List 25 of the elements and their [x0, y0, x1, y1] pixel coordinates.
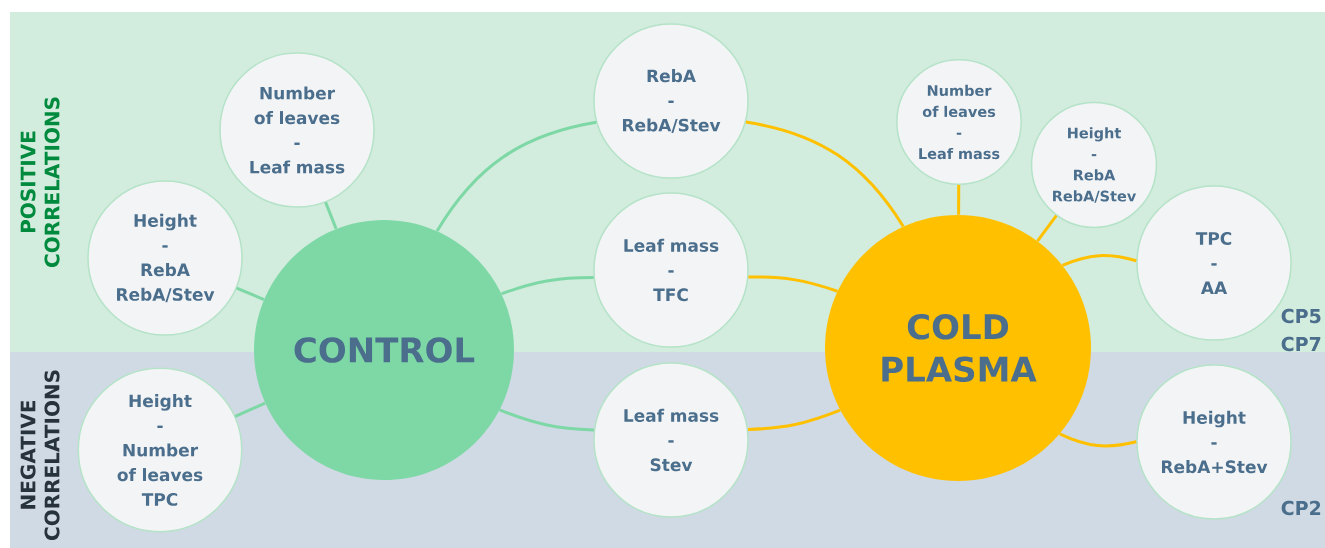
circle-node: Number of leaves - Leaf mass: [896, 59, 1022, 185]
connector-line: [1036, 214, 1058, 242]
circle-node: Leaf mass - Stev: [593, 362, 749, 518]
connector-line: [747, 408, 841, 431]
connector-line: [324, 201, 338, 230]
connector-line: [236, 286, 265, 301]
connector-line: [435, 120, 597, 232]
circle-node: COLD PLASMA: [825, 215, 1091, 481]
connector-line: [957, 184, 961, 215]
connector-line: [500, 276, 594, 296]
connector-line: [1061, 254, 1137, 267]
connector-line: [748, 275, 838, 293]
circle-node: Leaf mass - TFC: [593, 192, 749, 348]
circle-node: CONTROL: [254, 220, 514, 480]
circle-node: Height - RebA RebA/Stev: [87, 180, 243, 336]
circle-node: Number of leaves - Leaf mass: [219, 52, 375, 208]
circle-node: RebA - RebA/Stev: [593, 23, 749, 179]
circle-node: Height - RebA RebA/Stev: [1030, 101, 1158, 229]
connector-line: [234, 401, 266, 418]
side-label: POSITIVE CORRELATIONS: [20, 97, 60, 267]
side-label: NEGATIVE CORRELATIONS: [20, 370, 60, 540]
connector-line: [1059, 432, 1137, 448]
circle-node: Height - Number of leaves TPC: [77, 367, 243, 533]
connector-line: [499, 408, 594, 432]
connector-line: [745, 120, 905, 228]
